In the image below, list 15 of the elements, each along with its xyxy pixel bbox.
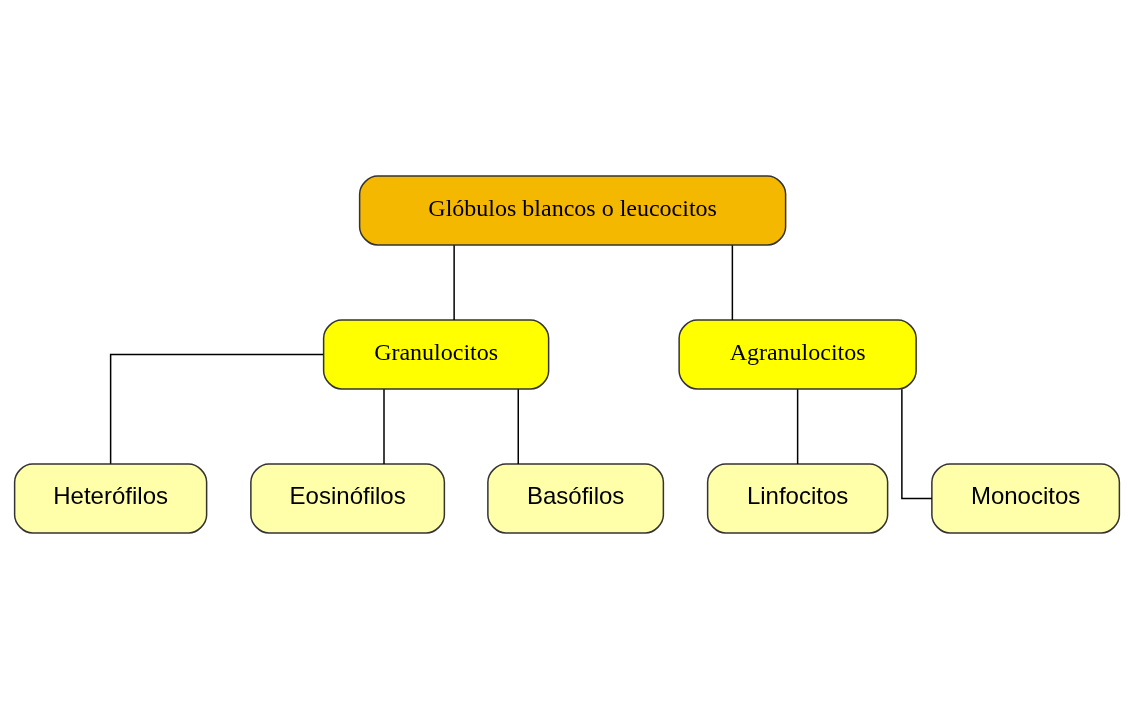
- node-box: Heterófilos: [13, 463, 208, 534]
- connector: [109, 353, 324, 465]
- node-box: Glóbulos blancos o leucocitos: [358, 175, 787, 246]
- node-box: Linfocitos: [706, 463, 889, 534]
- connector: [731, 244, 734, 321]
- connector: [383, 388, 385, 465]
- node-box: Granulocitos: [322, 319, 550, 390]
- connector: [453, 244, 455, 321]
- connector: [517, 388, 519, 465]
- node-box: Eosinófilos: [250, 463, 446, 534]
- node-box: Monocitos: [931, 463, 1121, 534]
- connector: [796, 388, 799, 465]
- node-box: Basófilos: [487, 463, 665, 534]
- node-box: Agranulocitos: [678, 319, 917, 390]
- connector: [901, 388, 933, 500]
